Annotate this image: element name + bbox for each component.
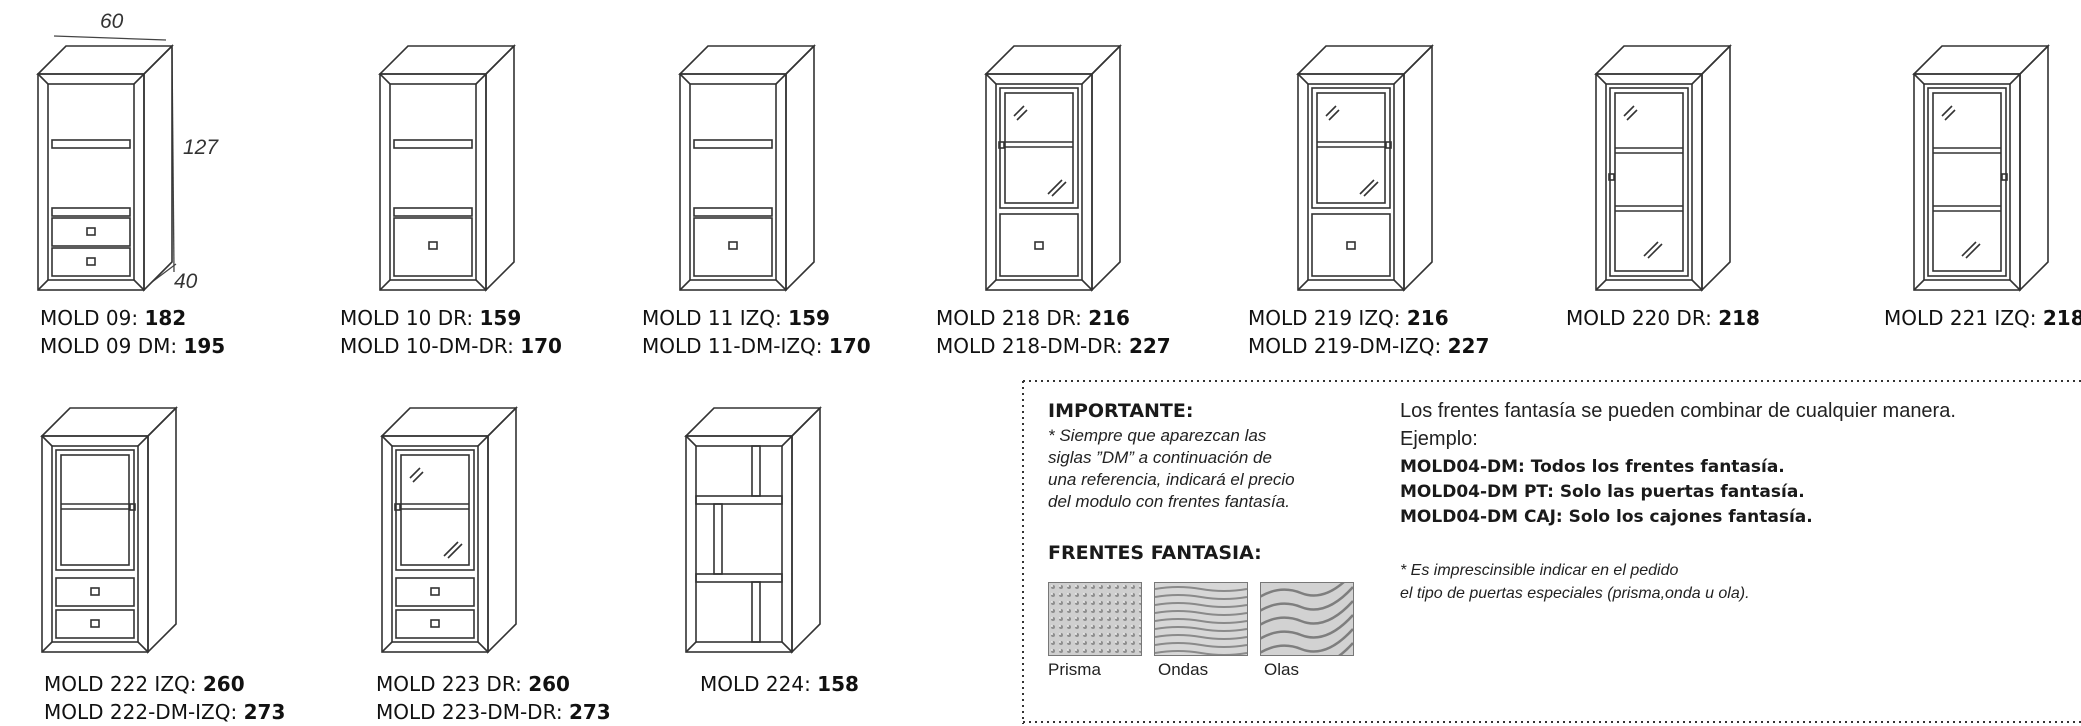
swatch-label-olas: Olas [1264, 660, 1299, 679]
caption-mold-09: MOLD 09: 182 MOLD 09 DM: 195 [40, 306, 226, 358]
swatch-label-prisma: Prisma [1048, 660, 1101, 679]
combination-line2: Ejemplo: [1400, 428, 1478, 450]
caption-mold-11: MOLD 11 IZQ: 159 MOLD 11-DM-IZQ: 170 [642, 306, 871, 358]
caption-mold-10: MOLD 10 DR: 159 MOLD 10-DM-DR: 170 [340, 306, 562, 358]
caption-mold-224: MOLD 224: 158 [700, 672, 859, 696]
caption-mold-222: MOLD 222 IZQ: 260 MOLD 222-DM-IZQ: 273 [44, 672, 286, 724]
fantasy-title: FRENTES FANTASIA: [1048, 542, 1262, 564]
cabinet-mold-09 [36, 44, 186, 294]
cabinet-mold-219 [1296, 44, 1446, 294]
width-dimension: 60 [100, 10, 124, 33]
cabinet-mold-220 [1594, 44, 1744, 294]
important-title: IMPORTANTE: [1048, 400, 1194, 422]
caption-mold-219: MOLD 219 IZQ: 216 MOLD 219-DM-IZQ: 227 [1248, 306, 1490, 358]
cabinet-mold-223 [380, 406, 530, 656]
caption-mold-220: MOLD 220 DR: 218 [1566, 306, 1760, 330]
example-1: MOLD04-DM: Todos los frentes fantasía. [1400, 457, 1785, 477]
cabinet-mold-224 [684, 406, 834, 656]
note-line2: el tipo de puertas especiales (prisma,on… [1400, 585, 1750, 602]
swatch-ondas [1154, 582, 1248, 656]
note-line1: * Es imprescinsible indicar en el pedido [1400, 562, 1679, 579]
swatch-label-ondas: Ondas [1158, 660, 1209, 679]
caption-mold-223: MOLD 223 DR: 260 MOLD 223-DM-DR: 273 [376, 672, 611, 724]
combination-line1: Los frentes fantasía se pueden combinar … [1400, 400, 1956, 422]
swatch-prisma [1048, 582, 1142, 656]
example-2: MOLD04-DM PT: Solo las puertas fantasía. [1400, 482, 1805, 502]
example-3: MOLD04-DM CAJ: Solo los cajones fantasía… [1400, 507, 1813, 527]
important-text: * Siempre que aparezcan las siglas ”DM” … [1048, 426, 1295, 511]
height-dimension: 127 [183, 136, 219, 159]
caption-mold-218: MOLD 218 DR: 216 MOLD 218-DM-DR: 227 [936, 306, 1171, 358]
cabinet-mold-10 [378, 44, 528, 294]
cabinet-mold-218 [984, 44, 1134, 294]
cabinet-mold-221 [1912, 44, 2062, 294]
caption-mold-221: MOLD 221 IZQ: 218 [1884, 306, 2081, 330]
swatch-olas [1260, 582, 1354, 656]
cabinet-mold-11 [678, 44, 828, 294]
depth-dimension: 40 [174, 270, 198, 293]
cabinet-mold-222 [40, 406, 190, 656]
